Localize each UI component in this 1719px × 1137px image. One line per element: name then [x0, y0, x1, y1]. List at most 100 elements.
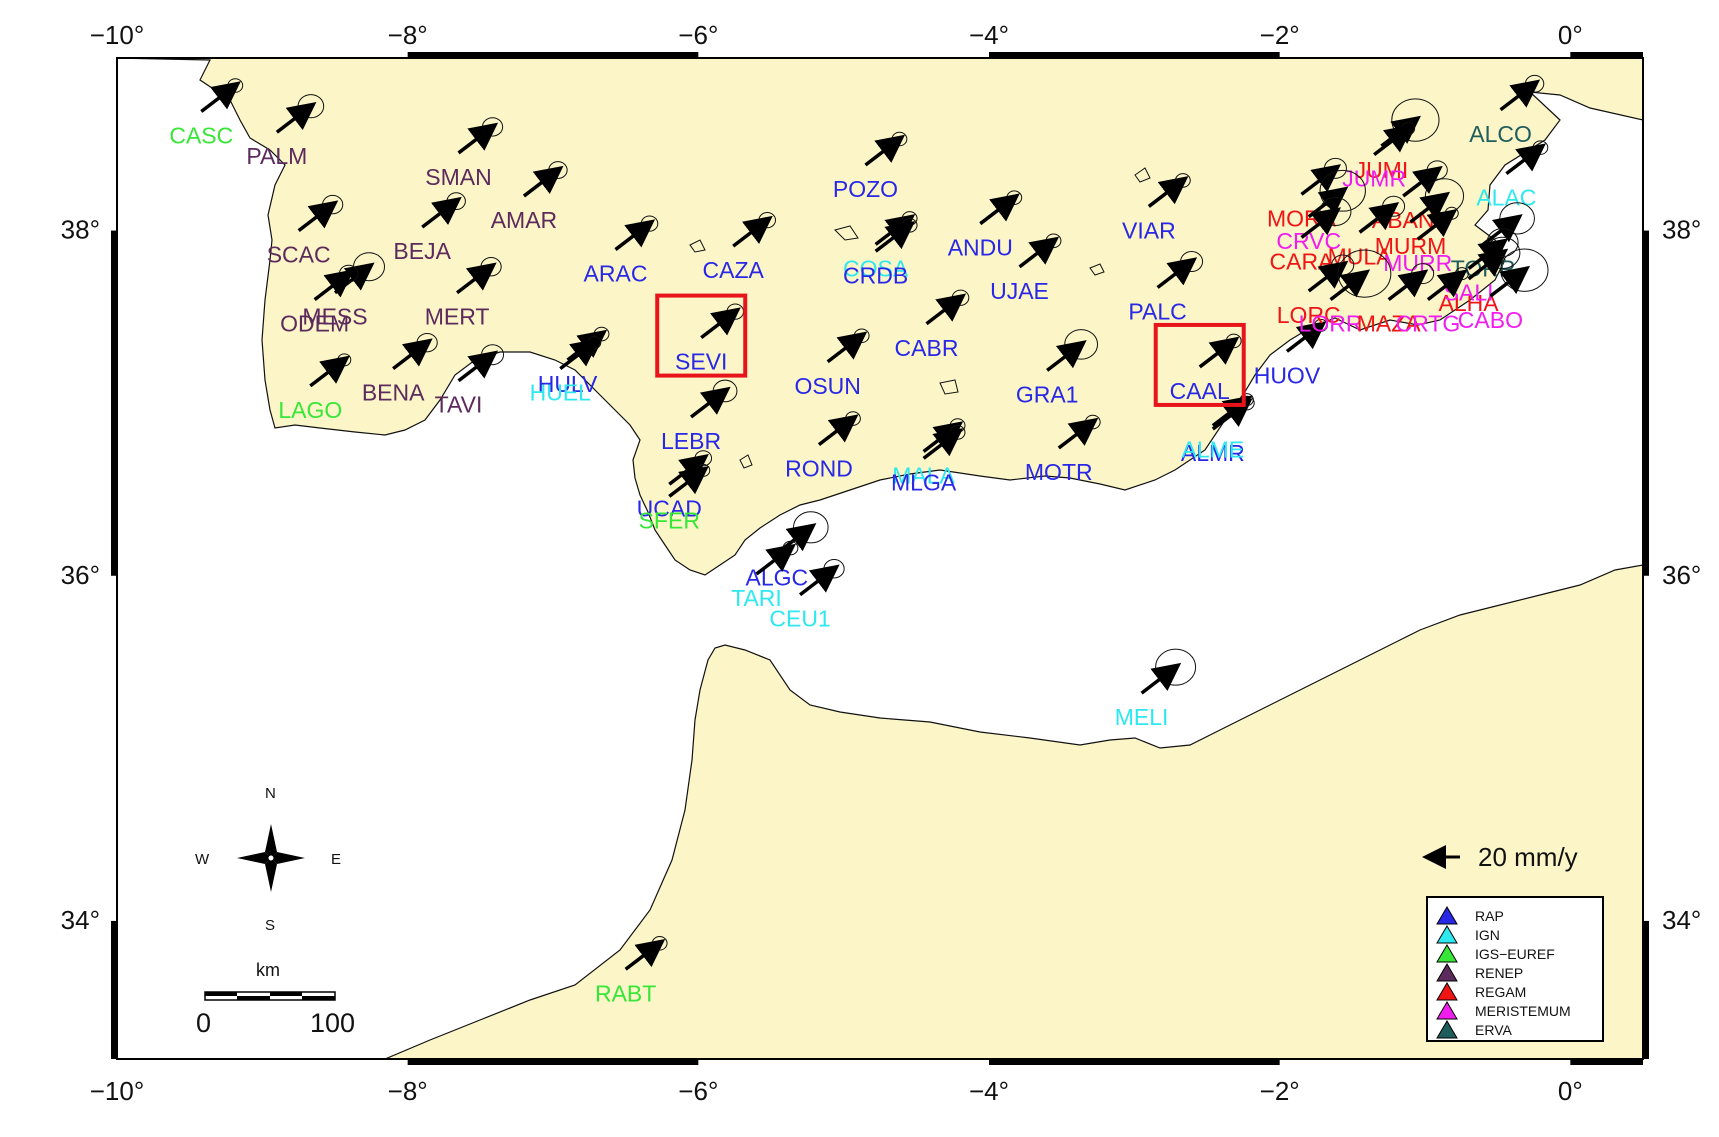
legend-triangle-icon — [1436, 925, 1458, 944]
station-label: MURR — [1383, 250, 1452, 276]
station-cabr[interactable]: CABR — [895, 289, 970, 361]
station-murm[interactable]: MURM — [1375, 178, 1465, 259]
velocity-arrow — [559, 338, 600, 371]
station-caal[interactable]: CAAL — [1170, 333, 1242, 404]
station-crdb[interactable]: CRDB — [843, 217, 918, 288]
station-odem[interactable]: ODEM — [280, 264, 359, 337]
station-label: LAGO — [278, 397, 342, 423]
station-label: UCAD — [637, 495, 702, 521]
station-amar[interactable]: AMAR — [491, 161, 568, 233]
station-meli[interactable]: MELI — [1115, 648, 1197, 730]
station-alco[interactable]: ALCO — [1469, 74, 1545, 147]
station-cabo[interactable]: CABO — [1458, 248, 1549, 333]
station-label: MOTR — [1025, 459, 1093, 485]
station-crtg[interactable]: CRTG — [1396, 267, 1469, 337]
lon-tick-top-4: −2° — [1260, 20, 1300, 50]
compass-e: E — [331, 851, 341, 868]
station-caza[interactable]: CAZA — [703, 212, 777, 284]
station-ceu1[interactable]: CEU1 — [769, 559, 845, 632]
station-mert[interactable]: MERT — [425, 257, 502, 330]
velocity-scale-label: 20 mm/y — [1478, 842, 1578, 872]
velocity-arrow — [817, 414, 859, 446]
station-label: MLGA — [891, 469, 957, 495]
station-label: POZO — [833, 176, 898, 202]
velocity-arrow — [1198, 336, 1240, 369]
lat-tick-right-0: 38° — [1662, 215, 1701, 245]
legend-triangle-icon — [1436, 1020, 1458, 1039]
station-label: ANDU — [948, 235, 1013, 261]
station-label: MALA — [892, 462, 955, 488]
station-scac[interactable]: SCAC — [267, 194, 344, 268]
compass-rose: N S E W — [195, 785, 341, 934]
station-ujae[interactable]: UJAE — [990, 233, 1062, 304]
station-beja[interactable]: BEJA — [393, 192, 466, 264]
station-andu[interactable]: ANDU — [948, 190, 1023, 261]
station-tari[interactable]: TARI — [731, 540, 799, 611]
station-ucad[interactable]: UCAD — [637, 450, 713, 522]
legend-item-4: REGAM — [1436, 982, 1526, 1001]
lon-tick-bottom-2: −6° — [678, 1076, 718, 1106]
legend-item-5: MERISTEMUM — [1436, 1001, 1571, 1020]
station-bena[interactable]: BENA — [362, 332, 438, 406]
velocity-arrow — [522, 165, 564, 198]
station-huov[interactable]: HUOV — [1254, 318, 1328, 388]
station-mala[interactable]: MALA — [892, 418, 966, 489]
lon-tick-top-1: −8° — [388, 20, 428, 50]
station-sman[interactable]: SMAN — [425, 117, 504, 190]
lat-tick-left-2: 34° — [61, 905, 100, 935]
station-rabt[interactable]: RABT — [595, 935, 668, 1006]
station-lorr[interactable]: LORR — [1299, 249, 1392, 337]
legend-item-0: RAP — [1436, 906, 1504, 925]
velocity-arrow — [755, 543, 797, 576]
station-label: CAZA — [703, 257, 765, 283]
velocity-arrow — [1057, 417, 1099, 450]
velocity-arrow — [925, 293, 967, 326]
station-sevi[interactable]: SEVI — [675, 303, 745, 375]
station-label: MAZA — [1357, 311, 1422, 337]
station-gra1[interactable]: GRA1 — [1016, 329, 1099, 408]
station-osun[interactable]: OSUN — [794, 328, 870, 399]
velocity-arrow — [1505, 143, 1546, 176]
station-sfer[interactable]: SFER — [639, 463, 711, 533]
station-pozo[interactable]: POZO — [833, 131, 908, 202]
legend-triangle-icon — [1436, 906, 1458, 925]
station-maza[interactable]: MAZA — [1357, 263, 1435, 337]
velocity-arrow — [1140, 662, 1182, 695]
velocity-arrow — [200, 81, 241, 113]
scalebar-unit: km — [256, 960, 280, 980]
station-palc[interactable]: PALC — [1128, 251, 1204, 325]
station-tavi[interactable]: TAVI — [435, 344, 505, 418]
station-lebr[interactable]: LEBR — [661, 379, 738, 454]
velocity-arrow — [275, 101, 317, 134]
velocity-arrow — [1467, 238, 1509, 270]
station-lago[interactable]: LAGO — [278, 353, 352, 423]
velocity-arrow — [1307, 260, 1349, 293]
station-hulv[interactable]: HULV — [538, 326, 610, 397]
legend-label: IGS−EUREF — [1475, 946, 1555, 962]
legend-triangle-icon — [1436, 963, 1458, 982]
station-almr[interactable]: ALMR — [1181, 395, 1255, 466]
station-jumr[interactable]: JUMR — [1342, 122, 1416, 192]
station-viar[interactable]: VIAR — [1122, 173, 1191, 244]
station-palm[interactable]: PALM — [246, 94, 325, 170]
compass-w: W — [195, 851, 210, 868]
station-arac[interactable]: ARAC — [584, 215, 659, 287]
velocity-arrow — [1300, 164, 1342, 196]
station-casc[interactable]: CASC — [169, 78, 244, 149]
velocity-arrow — [799, 564, 840, 597]
velocity-arrow — [979, 193, 1020, 226]
station-rond[interactable]: ROND — [785, 411, 861, 482]
velocity-arrow — [1387, 269, 1429, 302]
velocity-arrow — [826, 331, 868, 364]
legend-triangle-icon — [1436, 1001, 1458, 1020]
legend-label: RENEP — [1475, 965, 1523, 981]
station-motr[interactable]: MOTR — [1025, 414, 1101, 485]
station-mlga[interactable]: MLGA — [891, 425, 966, 496]
station-lorc[interactable]: LORC — [1277, 254, 1355, 328]
station-label: HUOV — [1254, 362, 1321, 388]
station-label: CABR — [895, 335, 959, 361]
station-huel[interactable]: HUEL — [530, 336, 602, 406]
velocity-arrow — [614, 219, 656, 251]
